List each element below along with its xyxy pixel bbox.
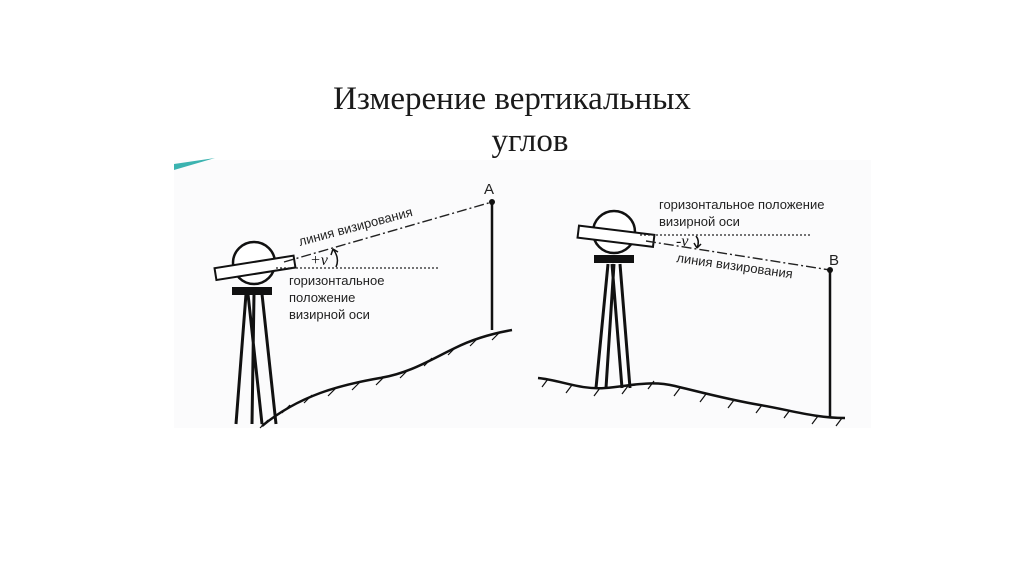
right-angle-arrow [693, 242, 702, 249]
left-tripod [234, 293, 278, 425]
right-sight-line [645, 240, 831, 271]
slide-title-line-1: Измерение вертикальных [333, 81, 691, 117]
right-ground [537, 376, 846, 420]
left-point-a [489, 199, 495, 205]
slide-title: Измерение вертикальных углов [0, 78, 1024, 162]
left-horizontal-label-2: положение [289, 290, 355, 305]
diagram-panel [174, 160, 871, 428]
left-horizontal-label-1: горизонтальное [289, 273, 384, 288]
right-tripod [594, 263, 632, 389]
left-angle-label: +ν [310, 252, 329, 269]
right-tripod-head [594, 255, 634, 263]
right-horizontal-label-1: горизонтальное положение [659, 197, 824, 212]
right-point-b [827, 267, 833, 273]
corner-accent [174, 158, 215, 170]
left-ground-hatching [259, 331, 501, 429]
left-telescope [213, 254, 297, 282]
slide-title-line-2: углов [491, 123, 569, 159]
left-horizontal-label-3: визирной оси [289, 307, 370, 322]
right-horizontal-label-2: визирной оси [659, 214, 740, 229]
left-tripod-head [232, 287, 272, 295]
right-point-label: B [829, 252, 839, 269]
right-ground-hatching [541, 378, 843, 427]
left-angle-arrow [330, 248, 339, 256]
right-figure: B горизонтальное положение визирной оси … [537, 197, 846, 427]
right-telescope [576, 224, 656, 248]
right-angle-label: -ν [676, 233, 689, 250]
left-sight-line [283, 201, 493, 263]
left-point-label: A [484, 181, 494, 198]
